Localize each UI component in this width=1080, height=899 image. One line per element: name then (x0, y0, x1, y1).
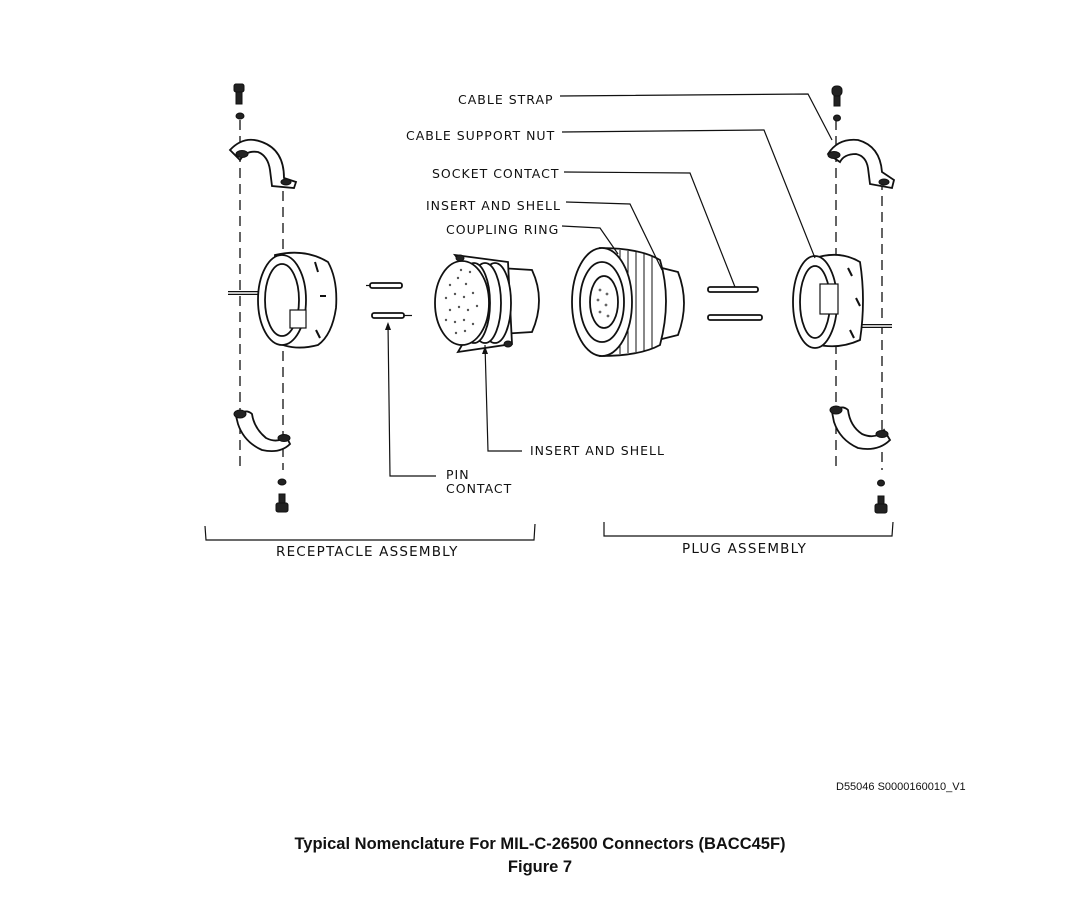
cable-strap-top-right (826, 138, 896, 190)
receptacle-insert-and-shell (434, 253, 540, 354)
part-labels: CABLE STRAP CABLE SUPPORT NUT SOCKET CON… (406, 92, 665, 496)
receptacle-hardware (228, 83, 338, 513)
cable-support-nut-left (228, 251, 338, 349)
pin-contacts (366, 282, 412, 319)
label-plug-assembly: PLUG ASSEMBLY (682, 541, 807, 557)
bottom-screw-left (275, 478, 289, 513)
cable-support-nut-right (792, 253, 892, 349)
label-insert-and-shell-bottom: INSERT AND SHELL (530, 443, 665, 458)
figure-title: Typical Nomenclature For MIL-C-26500 Con… (294, 835, 786, 853)
label-pin-contact: CONTACT (446, 481, 512, 496)
figure-number: Figure 7 (507, 858, 573, 876)
plug-hardware (792, 85, 896, 514)
label-pin: PIN (446, 467, 470, 482)
top-screw-left (233, 83, 245, 120)
label-cable-support-nut: CABLE SUPPORT NUT (406, 128, 555, 143)
socket-contacts (707, 286, 763, 321)
plug-coupling-ring (571, 247, 685, 357)
label-cable-strap: CABLE STRAP (458, 92, 554, 107)
label-socket-contact: SOCKET CONTACT (432, 166, 559, 181)
bottom-screw-right (874, 479, 888, 514)
cable-strap-bottom-right (829, 405, 892, 450)
label-coupling-ring: COUPLING RING (446, 222, 559, 237)
cable-strap-top-left (228, 138, 298, 189)
cable-strap-bottom-left (233, 409, 292, 453)
label-receptacle-assembly: RECEPTACLE ASSEMBLY (276, 544, 459, 560)
leader-lines (385, 93, 833, 477)
top-screw-right (831, 85, 843, 122)
drawing-code: D55046 S0000160010_V1 (836, 781, 966, 793)
assembly-brackets: RECEPTACLE ASSEMBLY PLUG ASSEMBLY (204, 521, 894, 560)
label-insert-and-shell-top: INSERT AND SHELL (426, 198, 561, 213)
